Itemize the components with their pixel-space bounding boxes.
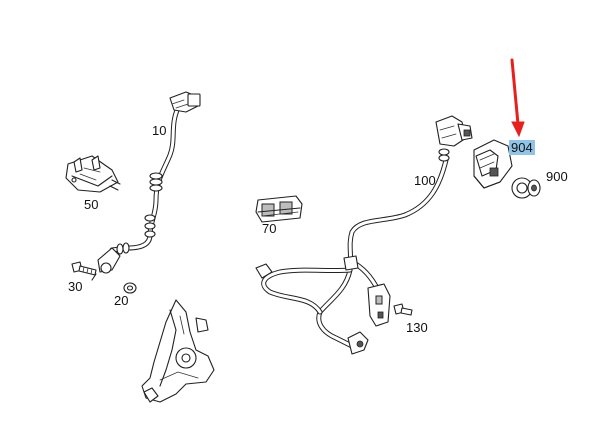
part-70-clip[interactable] (255, 195, 303, 223)
part-50-bracket[interactable] (65, 155, 121, 193)
label-part-30: 30 (68, 279, 83, 294)
label-part-100: 100 (414, 173, 436, 188)
steering-knuckle (141, 299, 215, 403)
part-30-bolt[interactable] (71, 261, 97, 276)
label-part-10: 10 (152, 123, 167, 138)
label-part-20: 20 (114, 293, 129, 308)
part-100-sensor-cable[interactable] (255, 115, 473, 355)
part-20-washer[interactable] (123, 282, 137, 294)
part-904-sensor-housing[interactable] (473, 139, 513, 189)
label-part-70: 70 (262, 221, 277, 236)
label-part-50: 50 (84, 197, 99, 212)
label-part-130: 130 (406, 320, 428, 335)
part-130-bolt-bracket[interactable] (367, 283, 413, 327)
part-900-grommet[interactable] (511, 177, 541, 199)
label-part-900: 900 (546, 169, 568, 184)
label-part-904: 904 (509, 140, 535, 155)
pointer-arrow (510, 58, 525, 138)
part-10-sensor-cable[interactable] (91, 91, 201, 281)
